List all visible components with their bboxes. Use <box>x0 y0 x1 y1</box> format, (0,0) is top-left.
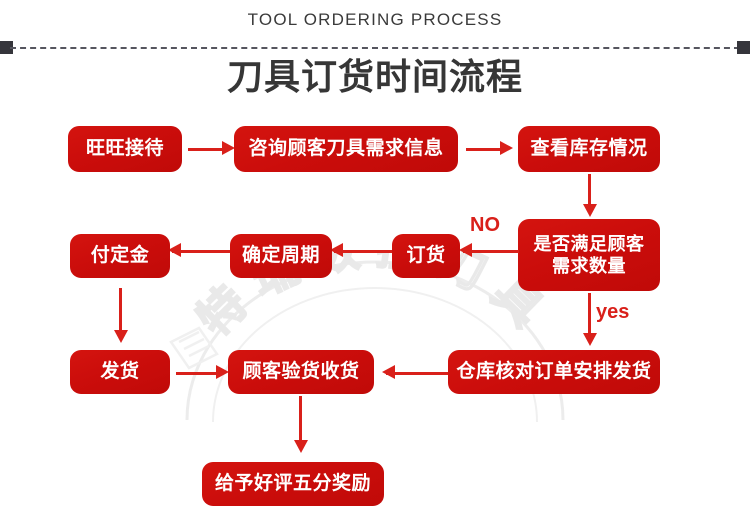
node-ship-goods[interactable]: 发货 <box>70 350 170 394</box>
page-subtitle-english: TOOL ORDERING PROCESS <box>247 10 503 29</box>
watermark-document-icon <box>169 326 219 370</box>
page-title: 刀具订货时间流程 <box>226 56 523 97</box>
node-place-order[interactable]: 订货 <box>392 234 460 278</box>
arrow-decision-to-warehouse <box>583 293 602 349</box>
arrow-ship-to-customer-inspect <box>176 365 230 385</box>
arrow-n1-to-n2 <box>188 141 236 161</box>
node-five-star-review-reward[interactable]: 给予好评五分奖励 <box>202 462 384 506</box>
node-warehouse-verify-arrange-shipment[interactable]: 仓库核对订单安排发货 <box>448 350 660 394</box>
arrow-decision-to-order <box>459 243 519 263</box>
node-pay-deposit[interactable]: 付定金 <box>70 234 170 278</box>
arrow-order-to-confirm-cycle <box>330 243 392 263</box>
node-wangwang-reception[interactable]: 旺旺接待 <box>68 126 182 172</box>
arrow-deposit-to-ship <box>114 288 133 348</box>
node-demand-satisfied-decision[interactable]: 是否满足顾客 需求数量 <box>518 219 660 291</box>
divider-dashed-line <box>10 47 740 49</box>
divider-cap-left <box>0 41 13 54</box>
arrow-n2-to-n3 <box>466 141 514 161</box>
arrow-n3-to-n4 <box>583 174 602 220</box>
arrow-warehouse-to-customer-inspect <box>382 365 448 385</box>
edge-label-no: NO <box>470 214 500 236</box>
header-divider <box>0 41 750 55</box>
arrow-confirm-cycle-to-deposit <box>168 243 230 263</box>
node-confirm-cycle[interactable]: 确定周期 <box>230 234 332 278</box>
edge-label-yes: yes <box>596 301 630 323</box>
divider-cap-right <box>737 41 750 54</box>
node-check-inventory[interactable]: 查看库存情况 <box>518 126 660 172</box>
node-inquire-customer-requirements[interactable]: 咨询顾客刀具需求信息 <box>234 126 458 172</box>
arrow-inspect-to-review <box>294 396 313 458</box>
node-customer-inspect-receive[interactable]: 顾客验货收货 <box>228 350 374 394</box>
